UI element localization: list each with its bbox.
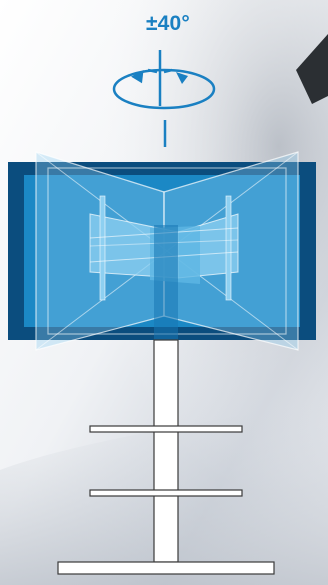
corner-object	[296, 34, 328, 104]
pole-behind-screen	[154, 225, 178, 340]
stand-pole	[153, 339, 179, 563]
shelf-lower	[89, 489, 243, 497]
rotation-angle-label: ±40°	[145, 12, 191, 35]
stand-base	[57, 561, 275, 575]
rotation-ellipse-arrow-icon	[112, 50, 216, 110]
shelf-upper	[89, 425, 243, 433]
rotated-screen-outline	[47, 167, 287, 335]
